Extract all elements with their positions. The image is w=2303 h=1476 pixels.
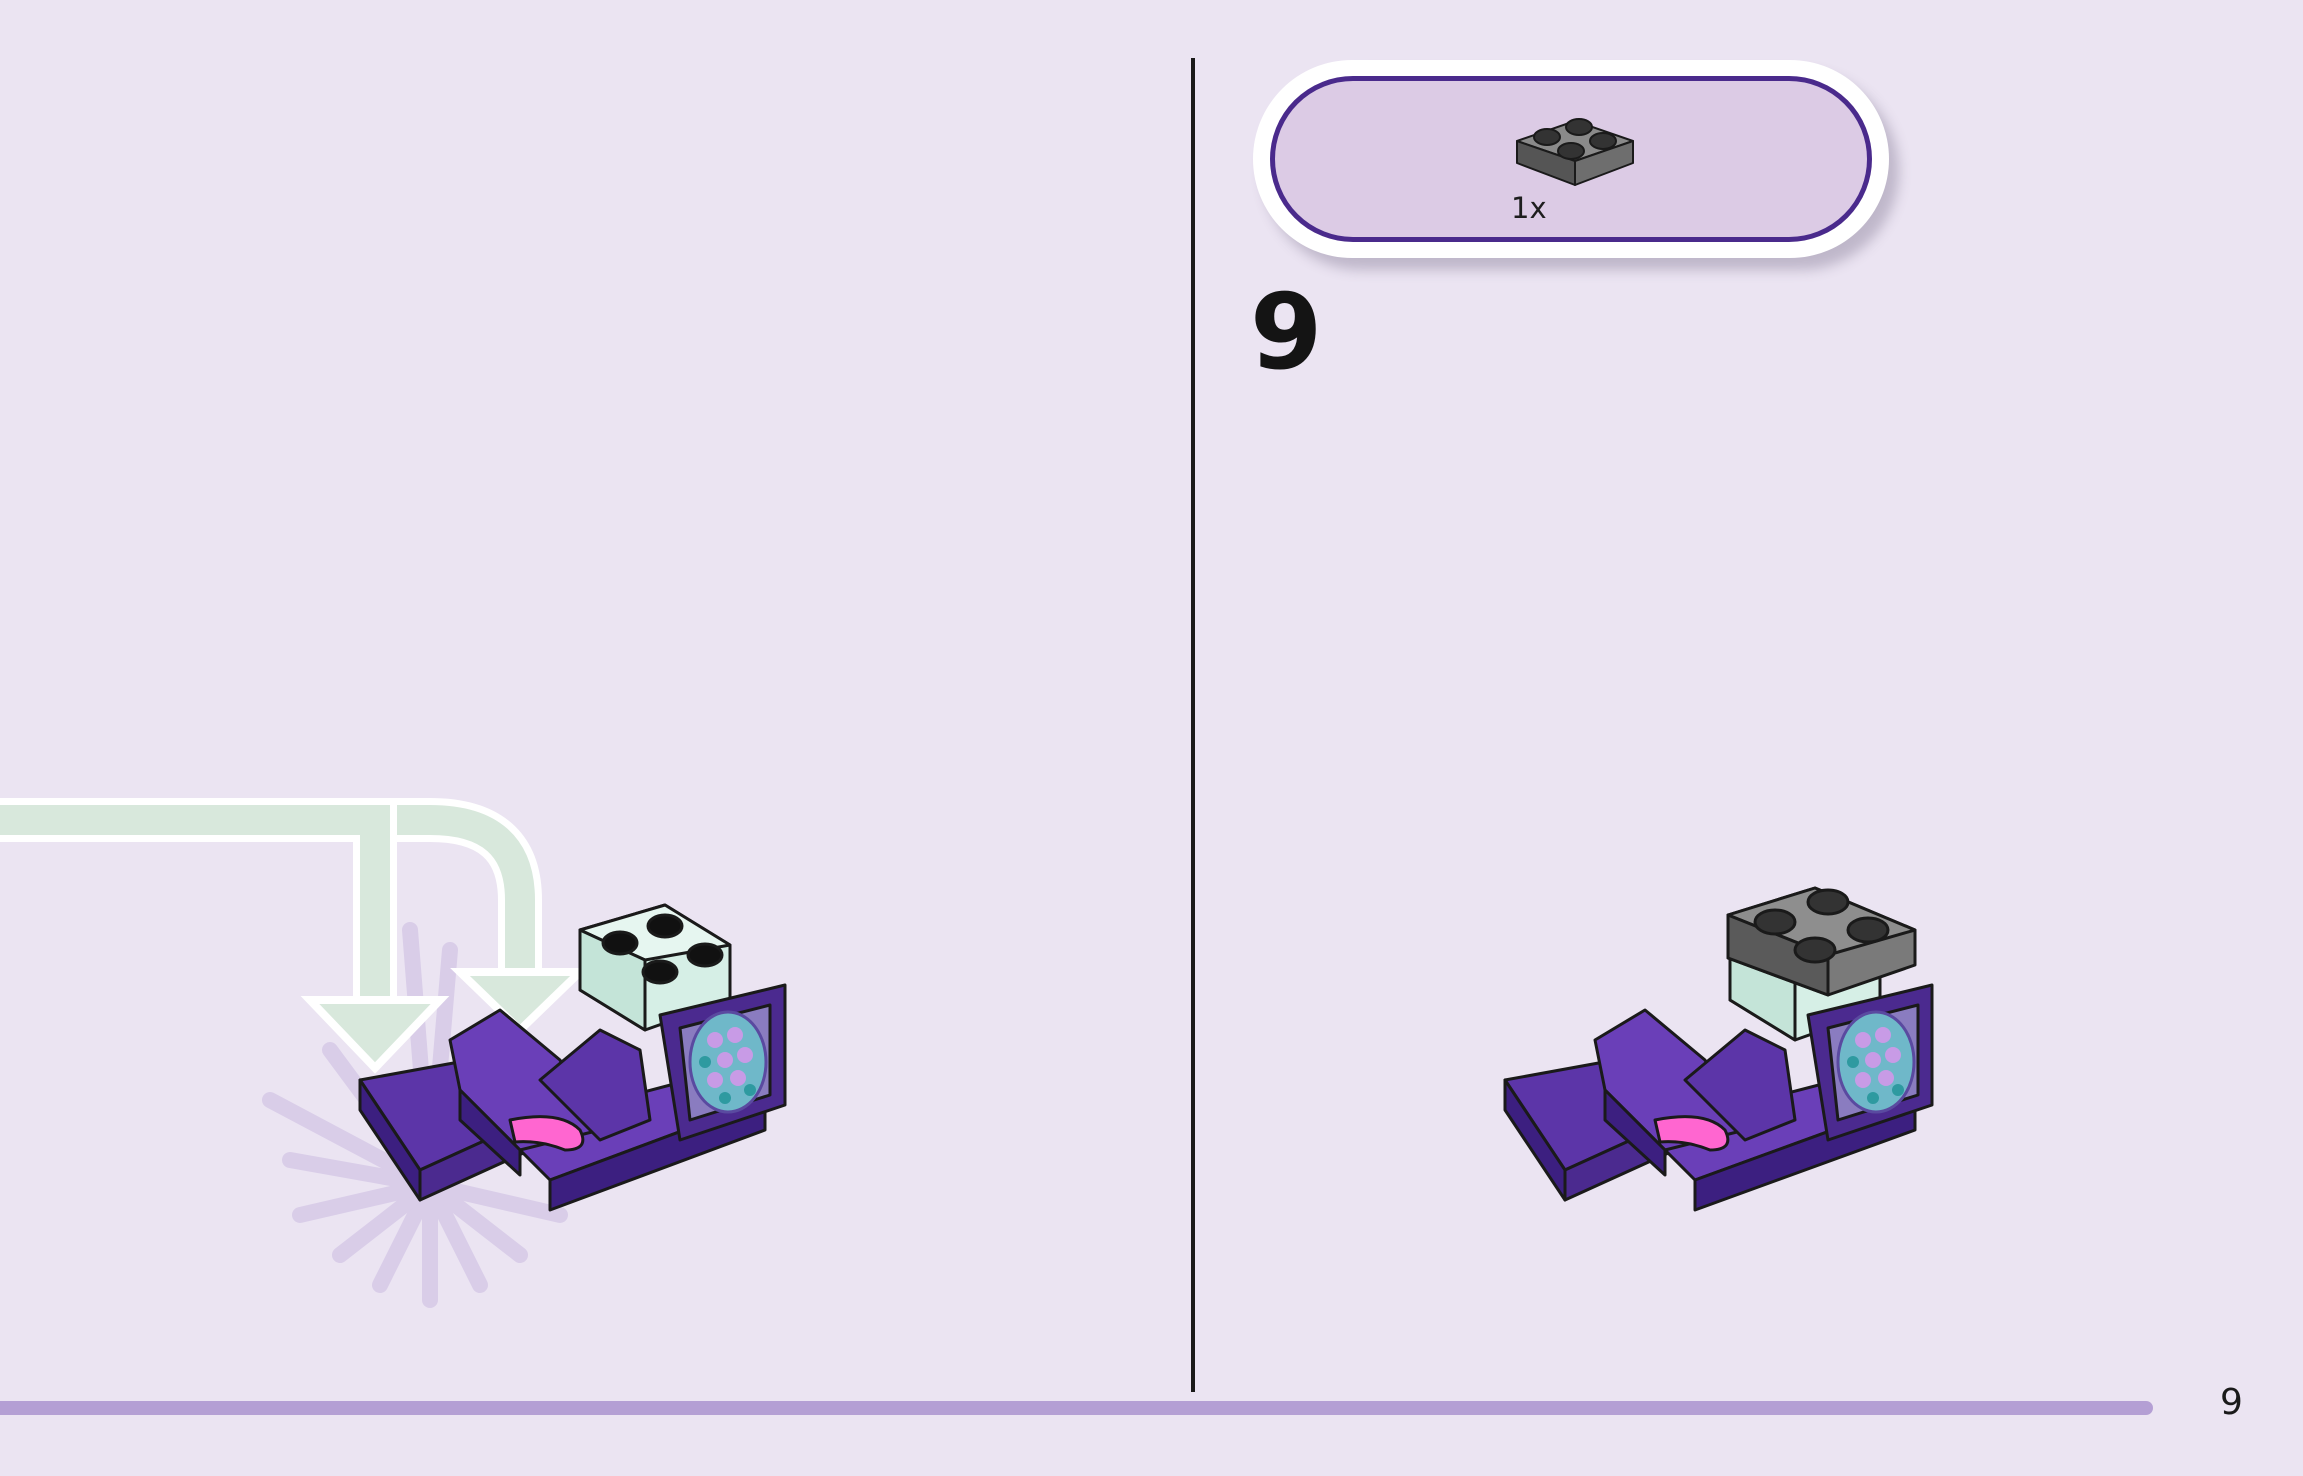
page-number: 9 (2220, 1382, 2243, 1423)
insertion-arrow-icon (0, 798, 590, 1074)
step-number: 9 (1250, 271, 1323, 393)
page-divider (1191, 58, 1195, 1392)
footer-bar (0, 1401, 2153, 1415)
seat-model-icon (358, 903, 787, 1212)
part-quantity: 1x (1511, 191, 1547, 225)
dark-gray-2x2-plate-icon (1516, 118, 1634, 186)
parts-callout: 1x (1253, 60, 1889, 258)
parts-list: 1x (1270, 76, 1872, 242)
seat-model-with-plate-icon (1503, 886, 1934, 1212)
